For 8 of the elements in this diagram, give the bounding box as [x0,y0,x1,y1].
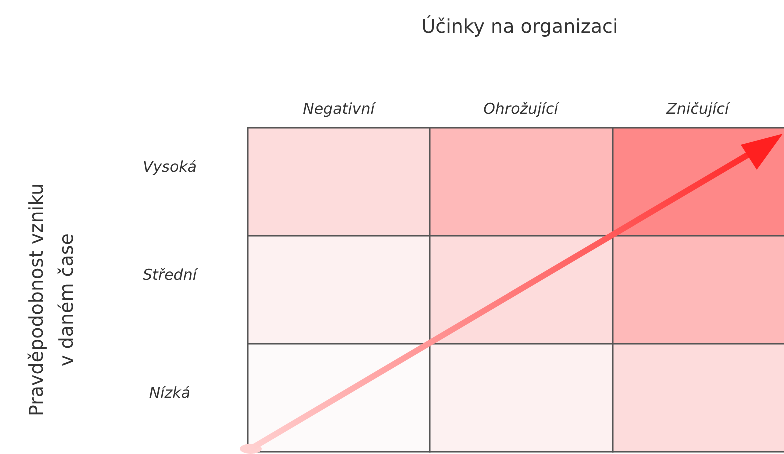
column-header: Negativní [302,100,378,118]
row-header: Střední [142,266,200,284]
column-header: Zničující [666,100,732,118]
column-header: Ohrožující [482,100,561,118]
axis-title: Účinky na organizaci [420,16,620,38]
row-header: Nízká [148,384,192,402]
axis-title: Pravděpodobnost vzniku v daném čase [25,182,79,419]
row-header: Vysoká [142,158,198,176]
